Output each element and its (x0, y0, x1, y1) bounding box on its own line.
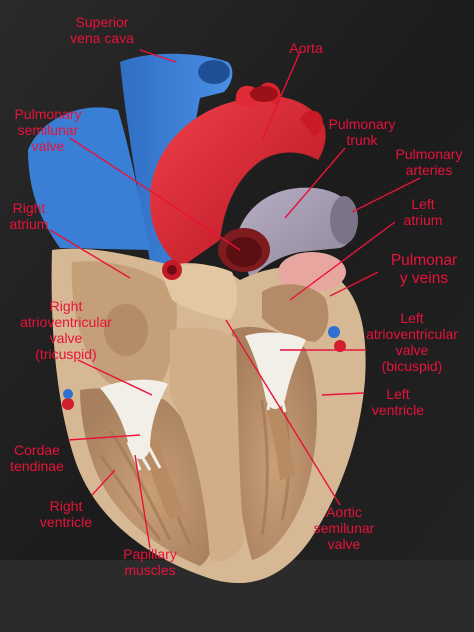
right-vessel-plug-blue (328, 326, 340, 338)
label-pulmonary-trunk: Pulmonary trunk (328, 116, 396, 148)
label-chordae-tendinae: Cordae tendinae (10, 442, 64, 474)
aorta-opening (250, 86, 278, 102)
leader-right-atrium (49, 229, 131, 279)
label-pulmonary-veins: Pulmonar y veins (390, 252, 458, 287)
leader-aortic-semilunar-valve (225, 319, 341, 506)
left-atrium-chamber (262, 284, 329, 342)
leader-left-atrium (289, 221, 396, 301)
leader-superior-vena-cava (139, 49, 177, 63)
left-ventricle-chamber (231, 326, 318, 560)
pulmonary-artery-opening (330, 196, 358, 244)
atrial-septum (160, 264, 238, 320)
pulmonary-valve-inner (167, 265, 177, 275)
leader-papillary-muscles (134, 454, 151, 549)
label-pulmonary-arteries: Pulmonary arteries (395, 146, 463, 178)
right-ventricle-chamber (80, 388, 216, 566)
tricuspid-valve-shape (100, 379, 168, 459)
right-vessel-plug-red (334, 340, 346, 352)
leader-right-av-valve (77, 359, 153, 396)
chordae-right (126, 439, 162, 471)
papillary-muscle-right (140, 440, 185, 520)
aortic-arch-branch-3 (300, 110, 323, 136)
coronary-sinus-opening (104, 304, 148, 356)
leader-left-ventricle (321, 392, 365, 396)
label-right-ventricle: Right ventricle (39, 498, 93, 530)
label-left-atrium: Left atrium (403, 196, 443, 228)
chordae-left (266, 397, 287, 413)
bicuspid-valve-shape (245, 332, 306, 409)
left-atrium-tissue (278, 252, 346, 292)
leader-chordae-tendinae (67, 434, 141, 441)
right-side-blue-wall (28, 107, 150, 250)
leader-pulmonary-veins (329, 271, 379, 297)
aorta-shape (150, 95, 326, 268)
leader-right-ventricle (91, 469, 116, 496)
label-papillary-muscles: Papillary muscles (123, 546, 177, 578)
left-vessel-plug-blue (63, 389, 73, 399)
label-pulmonary-semilunar-valve: Pulmonary semilunar valve (14, 106, 82, 154)
label-left-av-valve: Left atrioventricular valve (bicuspid) (366, 310, 458, 374)
label-right-atrium: Right atrium (9, 200, 49, 232)
label-left-ventricle: Left ventricle (371, 386, 425, 418)
label-right-av-valve: Right atrioventricular valve (tricuspid) (20, 298, 112, 362)
leader-pulmonary-trunk (284, 147, 346, 219)
aortic-valve-inner (226, 237, 262, 267)
leader-pulmonary-arteries (351, 177, 421, 213)
label-aorta: Aorta (289, 40, 323, 56)
superior-vena-cava-opening (198, 60, 230, 84)
leader-aorta (261, 51, 301, 141)
left-vessel-plug-red (62, 398, 74, 410)
leader-lines (49, 49, 421, 549)
label-aortic-semilunar-valve: Aortic semilunar valve (313, 504, 375, 552)
ventricular-septum (170, 327, 244, 562)
leader-pulmonary-semilunar-valve (69, 137, 241, 251)
papillary-muscle-left (265, 400, 295, 480)
label-superior-vena-cava: Superior vena cava (70, 14, 134, 46)
